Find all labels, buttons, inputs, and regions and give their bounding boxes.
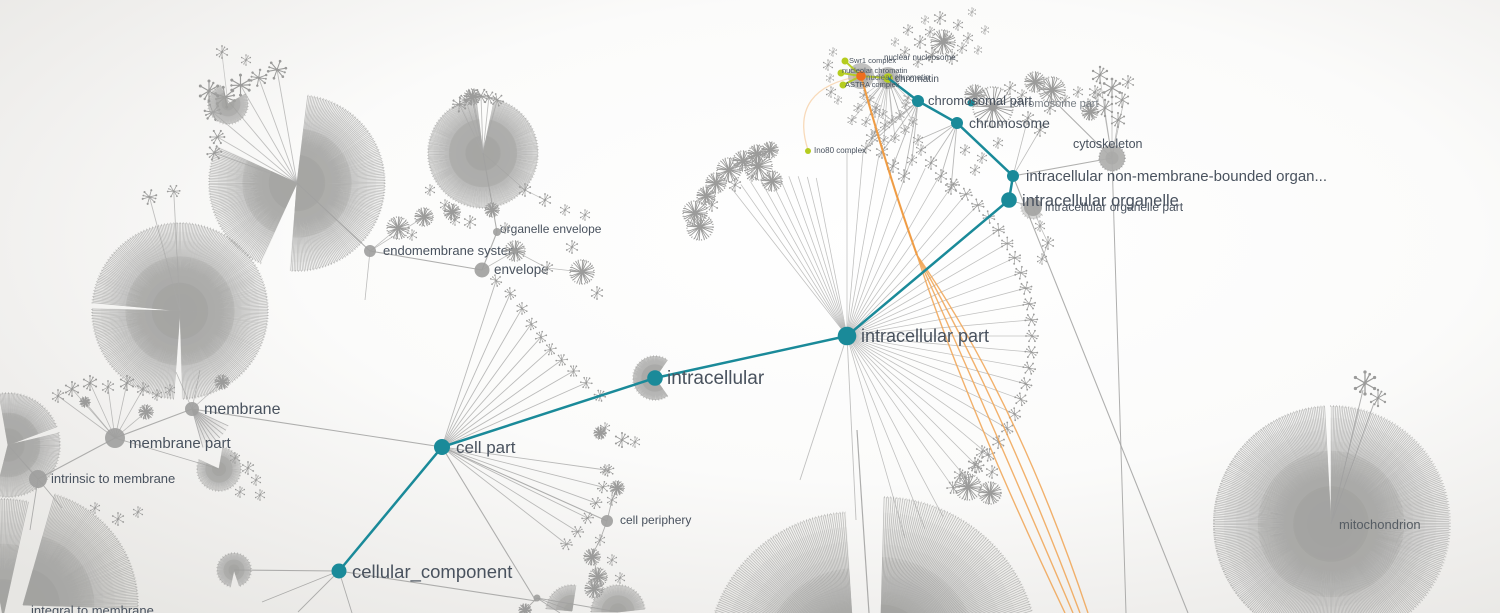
svg-text:nuclear nucleosome: nuclear nucleosome	[884, 53, 956, 62]
svg-text:membrane part: membrane part	[129, 435, 232, 452]
svg-text:intrinsic to membrane: intrinsic to membrane	[51, 471, 175, 486]
svg-text:cellular_component: cellular_component	[352, 561, 512, 583]
svg-text:chromosomal part: chromosomal part	[928, 93, 1032, 108]
svg-text:endomembrane system: endomembrane system	[383, 243, 519, 258]
svg-text:cell periphery: cell periphery	[620, 513, 691, 527]
svg-text:ASTRA complex: ASTRA complex	[845, 80, 900, 89]
svg-text:chromatin: chromatin	[895, 74, 939, 85]
svg-text:Swr1 complex: Swr1 complex	[849, 56, 896, 65]
svg-text:integral to membrane: integral to membrane	[31, 603, 154, 613]
svg-text:chromosome part: chromosome part	[1013, 98, 1099, 110]
svg-text:intracellular: intracellular	[667, 368, 765, 389]
svg-text:cytoskeleton: cytoskeleton	[1073, 137, 1143, 151]
svg-text:nuclear chromatin: nuclear chromatin	[866, 73, 930, 82]
svg-text:mitochondrion: mitochondrion	[1339, 517, 1421, 532]
svg-text:intracellular non-membrane-bou: intracellular non-membrane-bounded organ…	[1026, 168, 1327, 185]
svg-text:Ino80 complex: Ino80 complex	[814, 146, 866, 155]
svg-text:membrane: membrane	[204, 401, 281, 418]
svg-text:chromosome: chromosome	[969, 115, 1050, 131]
svg-text:cell part: cell part	[456, 438, 516, 457]
svg-text:intracellular organelle: intracellular organelle	[1022, 192, 1179, 210]
svg-text:intracellular organelle part: intracellular organelle part	[1045, 200, 1184, 214]
svg-text:organelle envelope: organelle envelope	[500, 222, 602, 236]
svg-text:envelope: envelope	[494, 262, 549, 277]
svg-text:intracellular part: intracellular part	[861, 326, 989, 346]
svg-text:nucleolar chromatin: nucleolar chromatin	[842, 66, 907, 75]
